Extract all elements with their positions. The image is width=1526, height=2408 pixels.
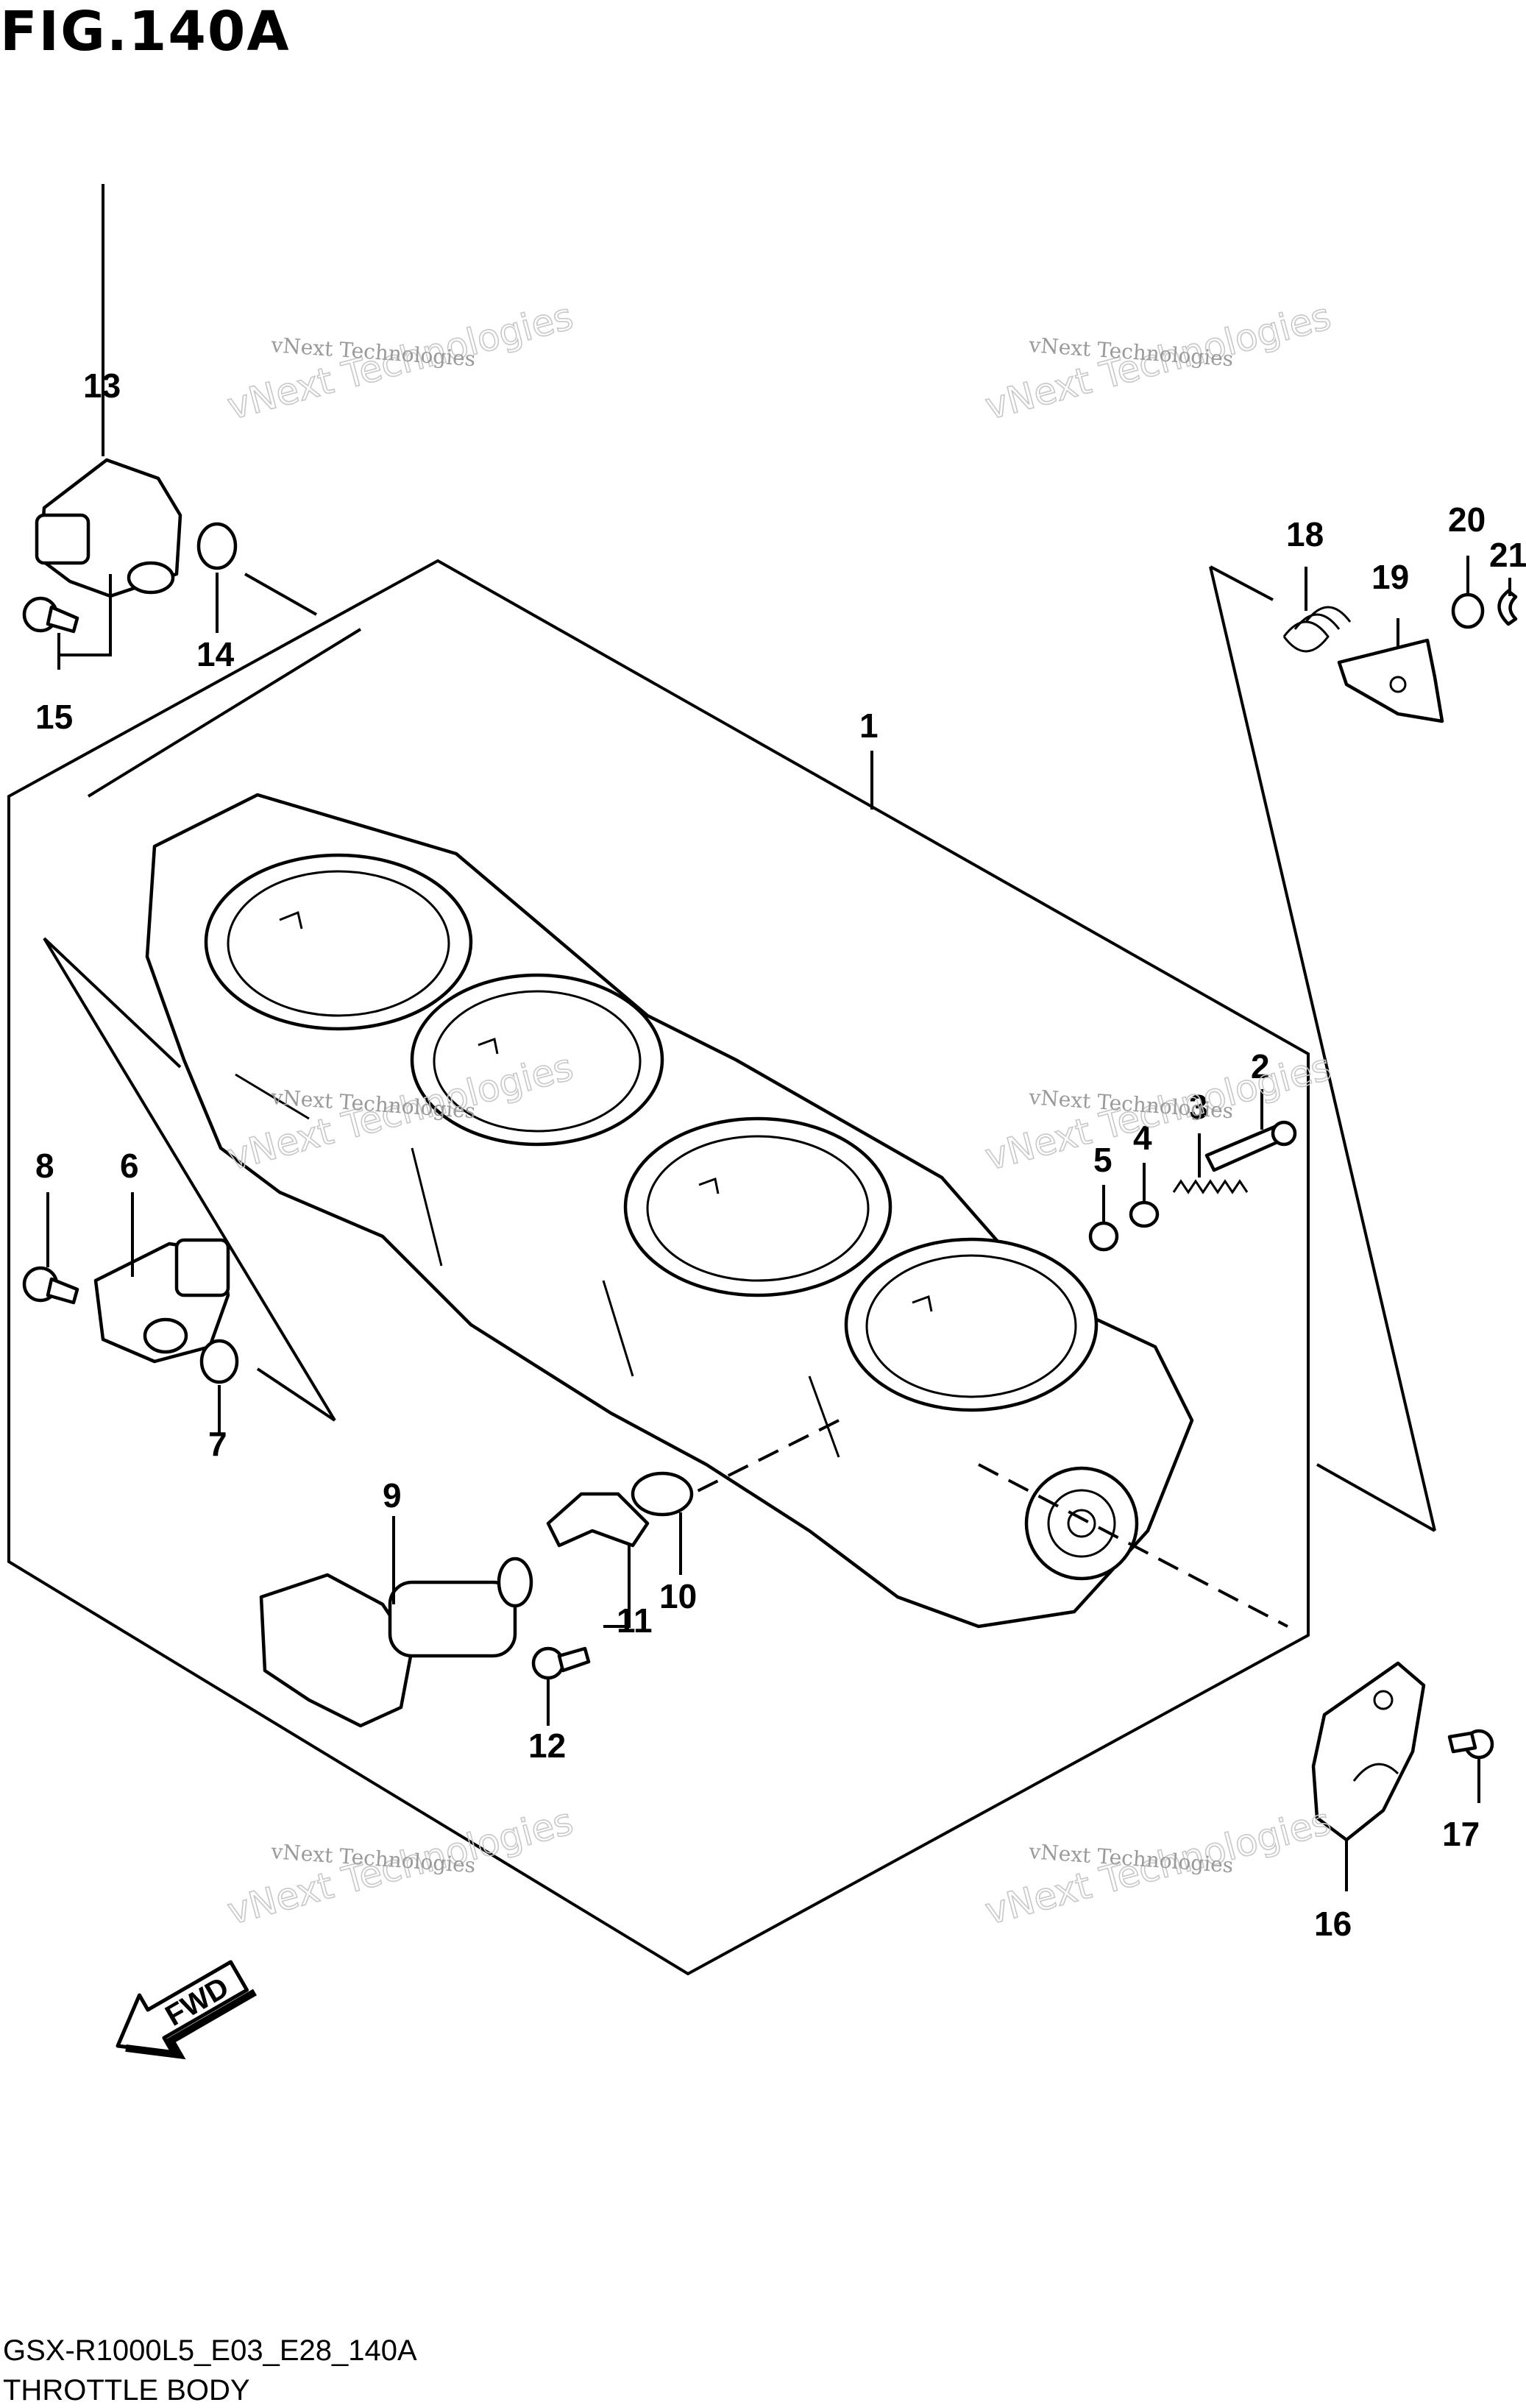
callout-1: 1 — [859, 707, 879, 745]
callout-9: 9 — [383, 1476, 402, 1515]
part-19-lever — [1337, 618, 1444, 723]
figure-title: FIG.140A — [0, 0, 291, 63]
part-17-screw — [1447, 1729, 1494, 1803]
watermark-top-right: vNext Technologies vNext Technologies — [980, 294, 1335, 429]
callout-15: 15 — [35, 698, 73, 736]
callout-11: 11 — [617, 1601, 653, 1640]
part-10-o-ring — [631, 1471, 694, 1517]
subframe-right — [1209, 565, 1436, 1532]
callout-8: 8 — [35, 1147, 54, 1185]
fwd-arrow-icon: FWD — [116, 1960, 257, 2060]
subframe-left — [43, 937, 336, 1422]
callout-19: 19 — [1371, 558, 1409, 596]
part-12-screw — [531, 1646, 591, 1726]
diagram-caption: THROTTLE BODY — [3, 2374, 250, 2407]
callout-4: 4 — [1133, 1119, 1152, 1157]
callout-12: 12 — [528, 1727, 566, 1765]
part-20-washer — [1451, 592, 1485, 629]
part-11-bracket — [546, 1492, 650, 1628]
watermark-mid-right: vNext Technologies vNext Technologies — [980, 1045, 1335, 1180]
part-21-clip — [1497, 589, 1518, 626]
part-14-o-ring — [196, 522, 238, 570]
part-4-washer — [1129, 1200, 1160, 1228]
part-6-sensor — [93, 1192, 230, 1364]
callout-21: 21 — [1489, 536, 1526, 574]
part-15-screw — [22, 574, 112, 670]
part-5-o-ring — [1088, 1221, 1119, 1252]
part-7-o-ring — [199, 1339, 239, 1384]
part-3-spring — [1172, 1133, 1249, 1194]
callout-7: 7 — [208, 1425, 227, 1463]
part-16-bracket — [1311, 1661, 1426, 1891]
leader-line-dashed-shaft — [978, 1463, 1288, 1628]
callout-5: 5 — [1093, 1141, 1112, 1179]
part-2-screw — [1204, 1089, 1297, 1172]
part-9-sensor — [259, 1516, 533, 1728]
throttle-body-assembly — [145, 793, 1194, 1629]
callout-3: 3 — [1189, 1088, 1208, 1126]
callout-10: 10 — [659, 1577, 697, 1615]
model-code: GSX-R1000L5_E03_E28_140A — [3, 2334, 417, 2367]
leader-line-dashed-stopper — [676, 1419, 840, 1503]
callout-13: 13 — [83, 366, 121, 405]
callout-16: 16 — [1314, 1905, 1352, 1943]
callout-6: 6 — [120, 1147, 139, 1185]
callout-14: 14 — [196, 635, 235, 673]
callout-20: 20 — [1448, 500, 1486, 539]
part-8-screw — [22, 1192, 79, 1305]
callout-17: 17 — [1442, 1815, 1480, 1853]
assembly-frame — [7, 559, 1310, 1976]
callout-18: 18 — [1286, 515, 1324, 553]
callout-2: 2 — [1251, 1047, 1270, 1086]
watermark-top-left: vNext Technologies vNext Technologies — [222, 294, 578, 429]
watermark-bottom-right: vNext Technologies vNext Technologies — [980, 1799, 1335, 1934]
watermark-bottom-left: vNext Technologies vNext Technologies — [222, 1799, 578, 1934]
part-18-spring — [1282, 567, 1352, 653]
part-13-sensor — [35, 184, 182, 598]
leader-line-frame-inner — [87, 573, 362, 798]
